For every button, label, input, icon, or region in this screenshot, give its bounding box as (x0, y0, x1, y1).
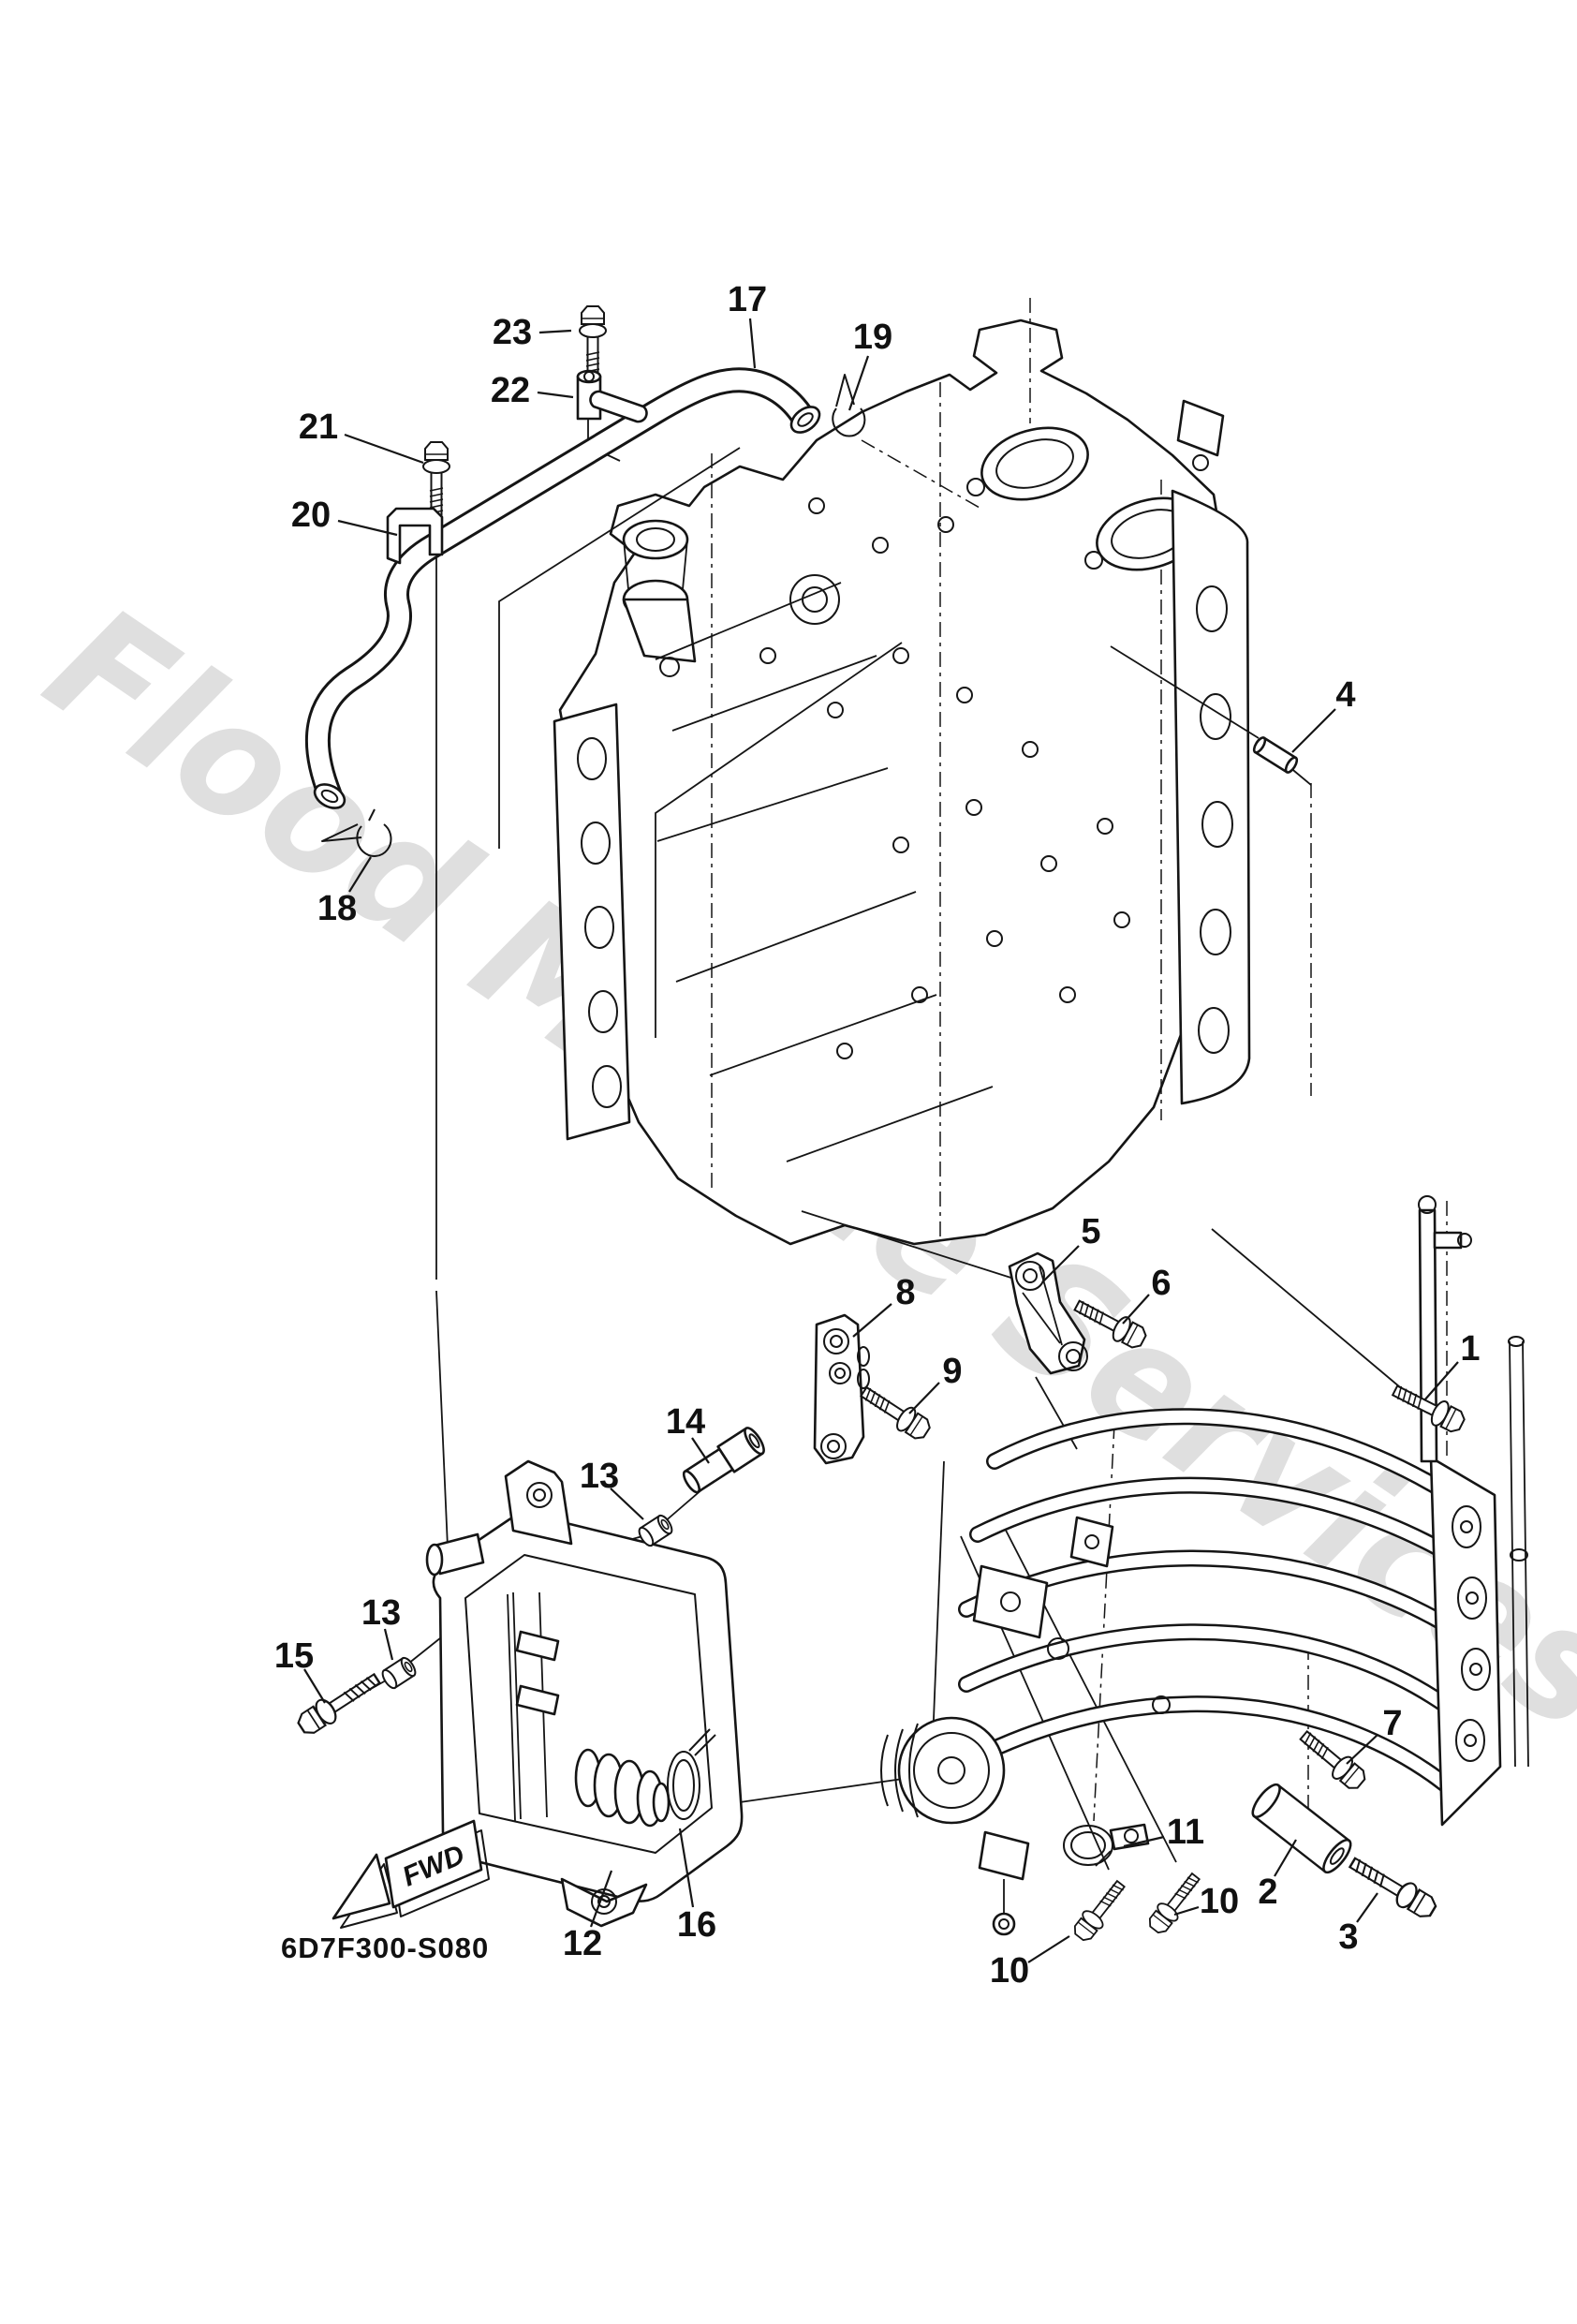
diagram-code: 6D7F300-S080 (281, 1932, 489, 1964)
callout-leader-23 (538, 329, 572, 334)
clamp-11 (1063, 1823, 1150, 1867)
hose-clamp-18 (321, 808, 392, 857)
tube-14 (682, 1427, 765, 1494)
callout-label-1: 1 (1460, 1329, 1480, 1369)
fwd-flag: FWD (332, 1819, 490, 1929)
bolt-10-left (1069, 1875, 1131, 1946)
callout-label-13: 13 (361, 1593, 401, 1633)
callout-leader-1 (1423, 1361, 1459, 1401)
callout-label-4: 4 (1335, 675, 1355, 715)
callout-leader-18 (348, 856, 372, 893)
callout-label-18: 18 (317, 889, 357, 928)
callout-leader-10 (1173, 1905, 1200, 1917)
callout-label-22: 22 (491, 371, 530, 410)
callout-leader-19 (847, 355, 870, 411)
collar-2 (1251, 1783, 1352, 1874)
callout-leader-16 (678, 1828, 695, 1908)
intake-silencer-illustration (425, 1459, 744, 1928)
callout-label-21: 21 (299, 407, 338, 447)
callout-label-8: 8 (895, 1273, 915, 1312)
breather-hose (304, 367, 821, 809)
bolt-3 (1344, 1850, 1441, 1924)
callout-label-10: 10 (990, 1951, 1029, 1991)
callout-leader-2 (1274, 1839, 1297, 1877)
callout-leader-3 (1356, 1892, 1378, 1923)
callout-label-11: 11 (1167, 1813, 1204, 1852)
bracket-8 (813, 1313, 870, 1465)
callout-leader-7 (1346, 1734, 1378, 1765)
callout-label-5: 5 (1081, 1212, 1100, 1251)
callout-label-9: 9 (942, 1352, 962, 1391)
callout-leader-4 (1291, 708, 1336, 753)
bracket-20 (386, 507, 444, 565)
clamp-16 (667, 1728, 716, 1820)
callout-label-20: 20 (291, 496, 331, 535)
bolt-9 (855, 1379, 936, 1444)
callout-leader-10 (1027, 1935, 1070, 1963)
bolt-10-right (1143, 1868, 1206, 1938)
bracket-5 (1008, 1251, 1088, 1375)
callout-label-13: 13 (580, 1457, 619, 1496)
callout-label-12: 12 (563, 1924, 602, 1963)
hose-clamp-19 (832, 374, 866, 437)
callout-label-10: 10 (1200, 1882, 1239, 1921)
callout-leader-11 (1123, 1835, 1165, 1848)
callout-label-7: 7 (1382, 1704, 1402, 1743)
callout-label-3: 3 (1338, 1917, 1358, 1957)
callout-label-2: 2 (1258, 1873, 1277, 1912)
callout-leader-5 (1041, 1245, 1080, 1283)
callout-leader-8 (852, 1303, 892, 1338)
callout-label-23: 23 (493, 313, 532, 352)
bolt-23 (579, 305, 607, 382)
callout-label-14: 14 (666, 1402, 705, 1442)
callout-leader-13 (383, 1628, 394, 1661)
callout-leader-14 (691, 1437, 710, 1464)
callout-leader-15 (303, 1668, 326, 1704)
powerhead-illustration (553, 298, 1251, 1246)
callout-label-16: 16 (677, 1905, 716, 1945)
callout-leader-22 (537, 391, 574, 399)
callout-leader-17 (748, 318, 757, 369)
callout-leader-12 (589, 1870, 613, 1928)
callout-label-6: 6 (1151, 1264, 1171, 1303)
spacer-22 (576, 369, 648, 423)
callout-leader-6 (1122, 1294, 1150, 1325)
callout-leader-9 (908, 1382, 940, 1414)
bolt-21 (422, 441, 450, 518)
callout-leader-21 (344, 433, 424, 465)
callout-label-19: 19 (853, 318, 892, 357)
callout-leader-20 (337, 519, 398, 537)
callout-leader-13 (610, 1488, 644, 1520)
bolt-15 (293, 1666, 386, 1740)
callout-label-17: 17 (728, 280, 767, 319)
callout-label-15: 15 (274, 1636, 314, 1676)
pin-4 (1252, 736, 1299, 774)
